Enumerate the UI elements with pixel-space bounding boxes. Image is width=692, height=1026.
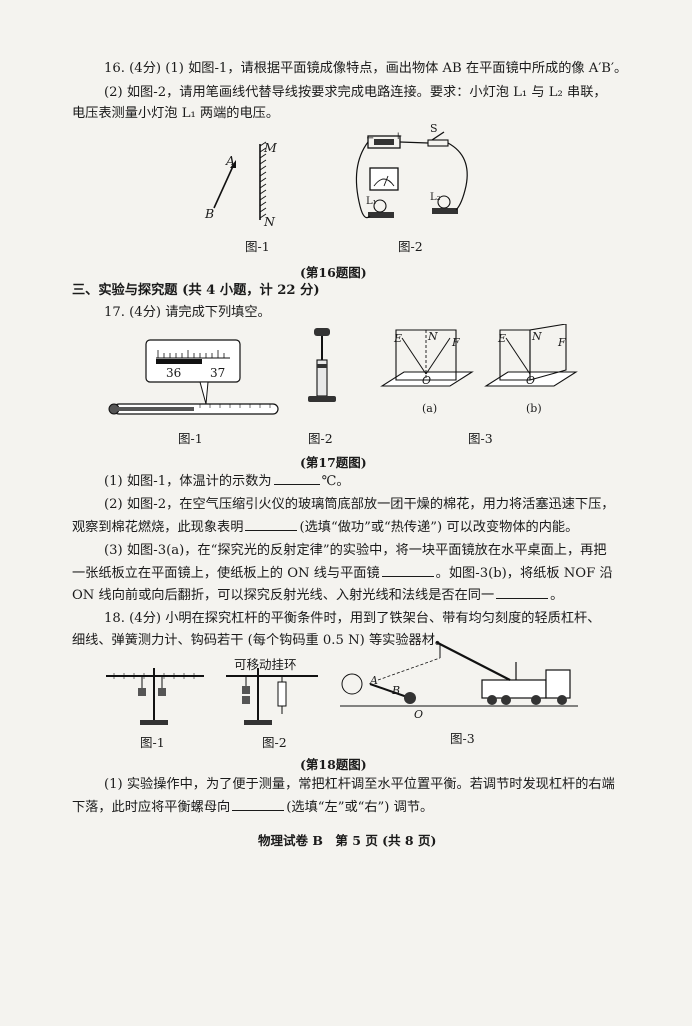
q17-fig3b-caption: (b) (526, 402, 542, 415)
q16-fig2-label-l1: L₁ (366, 196, 377, 207)
q16-fig1-label-b: B (205, 206, 215, 221)
q18-fig3-label-b: B (392, 684, 401, 697)
q17-q3-text2: ON 线向前或向后翻折，可以探究反射光线、入射光线和法线是否在同一 (72, 588, 495, 603)
q16-line3: 电压表测量小灯泡 L₁ 两端的电压。 (72, 106, 280, 121)
q17-fig3b-reflection (484, 324, 578, 387)
q17-q1-unit: ℃。 (321, 474, 350, 489)
q17-fig3a-caption: (a) (422, 402, 438, 415)
q17-q1-text: (1) 如图-1，体温计的示数为 (104, 474, 272, 489)
q16-group-caption: (第16题图) (300, 265, 367, 280)
q16-fig1-mirror (213, 141, 267, 220)
q17-3a-label-o: O (422, 374, 432, 387)
q16-fig2-circuit (355, 131, 468, 219)
q17-fig1-thermometer (108, 339, 279, 415)
q18-fig3-caption: 图-3 (450, 731, 475, 746)
q17-q1: (1) 如图-1，体温计的示数为 ℃。 (104, 472, 350, 491)
q17-3a-label-f: F (452, 336, 460, 349)
q17-therm-36: 36 (166, 366, 182, 380)
q16-fig2-label-l2: L₂ (430, 192, 441, 203)
q18-intro-a: 18. (4分) 小明在探究杠杆的平衡条件时，用到了铁架台、带有均匀刻度的轻质杠… (104, 611, 601, 626)
q18-fig3-label-o: O (414, 708, 424, 721)
q18-fig1-caption: 图-1 (140, 735, 165, 750)
q16-fig1-caption: 图-1 (245, 239, 270, 254)
q18-fig3-crane (340, 641, 578, 707)
q16-line1: 16. (4分) (1) 如图-1，请根据平面镜成像特点，画出物体 AB 在平面… (104, 61, 628, 76)
q18-group-caption: (第18题图) (300, 757, 367, 772)
q17-fig2-caption: 图-2 (308, 431, 333, 446)
q18-fig1-lever (106, 668, 204, 725)
q17-intro: 17. (4分) 请完成下列填空。 (104, 305, 271, 320)
q18-q1-blank[interactable] (232, 798, 285, 811)
q17-fig3a-reflection (380, 329, 474, 387)
q18-q1-a: (1) 实验操作中，为了便于测量，常把杠杆调至水平位置平衡。若调节时发现杠杆的右… (104, 777, 615, 792)
q18-intro-b: 细线、弹簧测力计、钩码若干 (每个钩码重 0.5 N) 等实验器材。 (72, 633, 449, 648)
q16-line2: (2) 如图-2，请用笔画线代替导线按要求完成电路连接。要求：小灯泡 L₁ 与 … (104, 85, 607, 100)
q16-fig1-label-m: M (264, 140, 277, 155)
q16-fig2-minus: − (366, 133, 375, 144)
q17-3b-label-e: E (498, 332, 507, 345)
q16-fig1-label-a: A (226, 153, 236, 168)
q17-q3-b: 一张纸板立在平面镜上，使纸板上的 ON 线与平面镜 。如图-3(b)，将纸板 NO… (72, 564, 613, 583)
q18-q1-b: 下落，此时应将平衡螺母向 (选填“左”或“右”) 调节。 (72, 798, 433, 817)
q17-q3-blank2[interactable] (496, 586, 549, 599)
q17-3b-label-f: F (558, 336, 566, 349)
q17-q2-text: 观察到棉花燃烧，此现象表明 (72, 520, 244, 535)
q17-fig1-caption: 图-1 (178, 431, 203, 446)
q17-fig3-caption: 图-3 (468, 431, 493, 446)
q17-q3-a: (3) 如图-3(a)，在“探究光的反射定律”的实验中，将一块平面镜放在水平桌面… (104, 543, 607, 558)
q17-3a-label-e: E (394, 332, 403, 345)
q17-q3-c: ON 线向前或向后翻折，可以探究反射光线、入射光线和法线是否在同一 。 (72, 586, 563, 605)
q16-fig2-caption: 图-2 (398, 239, 423, 254)
q17-3a-label-n: N (428, 330, 438, 343)
q18-q1-text: 下落，此时应将平衡螺母向 (72, 800, 231, 815)
q17-3b-label-o: O (526, 374, 536, 387)
q18-fig2-caption: 图-2 (262, 735, 287, 750)
q17-q3-blank1[interactable] (381, 564, 434, 577)
q17-q2-tail: (选填“做功”或“热传递”) 可以改变物体的内能。 (299, 520, 579, 535)
q17-q2-b: 观察到棉花燃烧，此现象表明 (选填“做功”或“热传递”) 可以改变物体的内能。 (72, 518, 578, 537)
q16-fig1-label-n: N (264, 214, 275, 229)
page-footer: 物理试卷 B 第 5 页 (共 8 页) (258, 833, 437, 848)
q17-q3-mid: 。如图-3(b)，将纸板 NOF 沿 (435, 566, 613, 581)
q16-fig2-label-s: S (430, 122, 438, 135)
q18-fig2-lever (226, 668, 318, 725)
section3-heading: 三、实验与探究题 (共 4 小题，计 22 分) (72, 283, 320, 298)
q18-movable-ring: 可移动挂环 (234, 657, 297, 672)
q17-q2-blank[interactable] (245, 518, 298, 531)
q17-group-caption: (第17题图) (300, 455, 367, 470)
q16-fig2-plus: + (394, 131, 403, 142)
q17-therm-37: 37 (210, 366, 226, 380)
q17-q3-text: 一张纸板立在平面镜上，使纸板上的 ON 线与平面镜 (72, 566, 380, 581)
q18-q1-tail: (选填“左”或“右”) 调节。 (286, 800, 434, 815)
q18-fig3-label-a: A (370, 674, 378, 687)
q17-q2-a: (2) 如图-2，在空气压缩引火仪的玻璃筒底部放一团干燥的棉花，用力将活塞迅速下… (104, 497, 615, 512)
q17-fig2-igniter (308, 328, 336, 402)
q17-q1-blank[interactable] (273, 472, 320, 485)
q17-3b-label-n: N (532, 330, 542, 343)
q17-q3-end: 。 (550, 588, 564, 603)
